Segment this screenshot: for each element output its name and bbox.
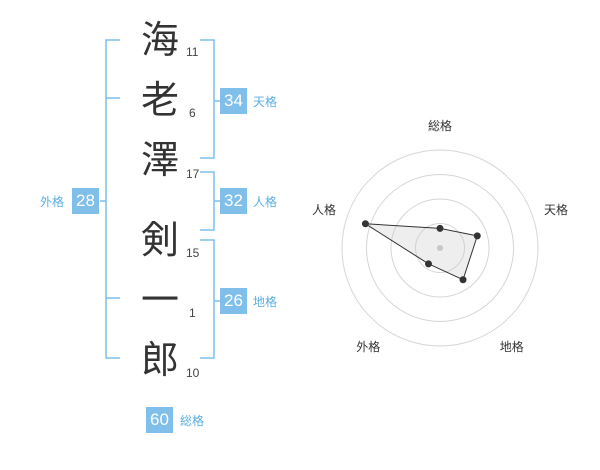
name-char-3: 澤 <box>140 138 179 182</box>
gaikaku-label: 外格 <box>40 195 65 209</box>
radar-axis-label: 外格 <box>356 339 381 354</box>
soukaku-label: 総格 <box>180 414 205 428</box>
jinkaku-value: 32 <box>220 188 247 214</box>
radar-axis-label: 総格 <box>427 119 453 133</box>
soukaku-value: 60 <box>146 407 173 433</box>
name-char-2: 老 <box>140 78 179 122</box>
chikaku-label: 地格 <box>253 295 278 309</box>
stroke-count-4: 15 <box>186 246 200 260</box>
radar-point <box>473 232 481 240</box>
radar-point <box>436 224 444 232</box>
name-char-4: 剣 <box>140 218 179 262</box>
stroke-count-3: 17 <box>186 167 200 181</box>
gaikaku-value: 28 <box>72 188 99 214</box>
gaikaku-bracket <box>105 39 120 359</box>
radar-point <box>361 220 369 228</box>
radar-point <box>459 276 467 284</box>
radar-ring <box>341 149 539 347</box>
stroke-count-2: 6 <box>189 106 196 120</box>
name-char-5: 一 <box>140 278 179 322</box>
chikaku-bracket <box>200 239 215 359</box>
radar-axis-label: 地格 <box>499 339 524 354</box>
radar-series-polygon <box>365 223 478 281</box>
name-char-6: 郎 <box>140 338 179 382</box>
stroke-count-6: 10 <box>186 366 200 380</box>
radar-center <box>437 245 443 251</box>
stroke-count-1: 11 <box>186 45 199 59</box>
jinkaku-label: 人格 <box>253 195 278 209</box>
radar-axis-label: 天格 <box>544 203 569 218</box>
radar-ring <box>366 174 514 322</box>
radar-point <box>424 260 432 268</box>
chikaku-value: 26 <box>220 288 247 314</box>
tenkaku-bracket <box>200 39 215 159</box>
radar-ring <box>415 223 465 273</box>
name-char-1: 海 <box>140 18 179 62</box>
radar-axis-label: 人格 <box>311 203 336 218</box>
tenkaku-value: 34 <box>220 88 247 114</box>
tenkaku-label: 天格 <box>253 95 278 109</box>
stroke-count-5: 1 <box>189 306 196 320</box>
radar-ring <box>390 198 490 298</box>
